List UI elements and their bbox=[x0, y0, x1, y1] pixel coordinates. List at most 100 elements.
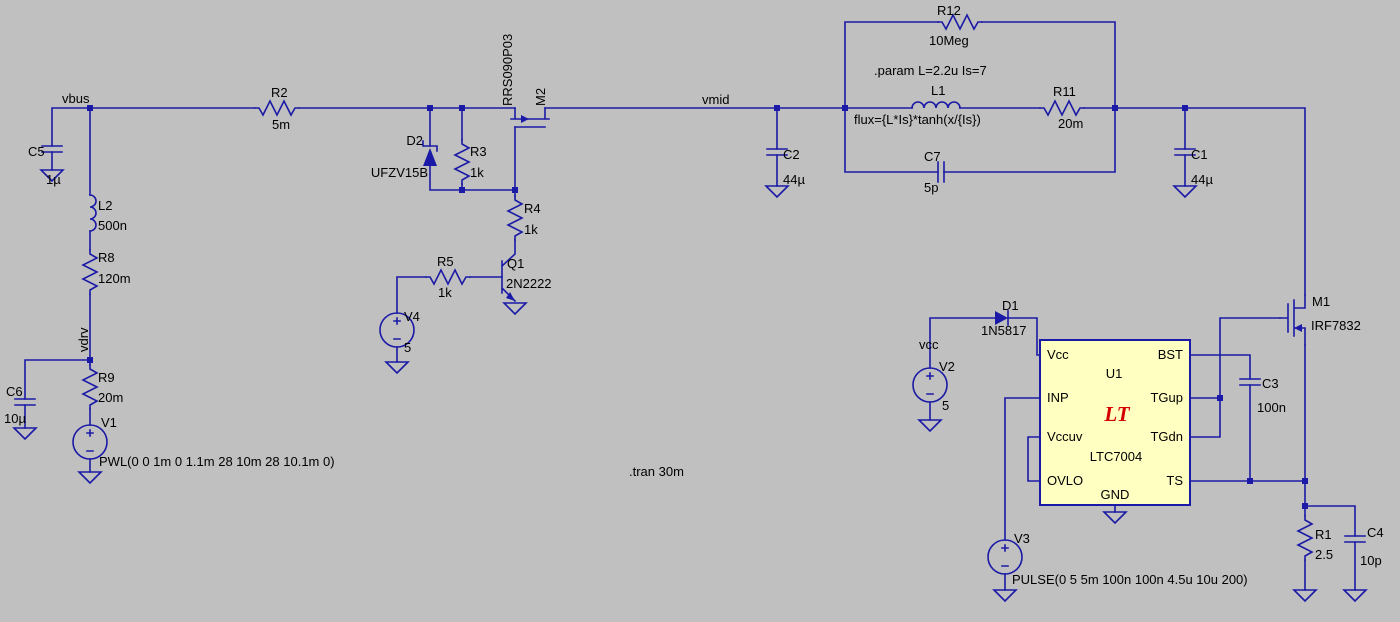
L1-ref[interactable]: L1 bbox=[931, 83, 945, 98]
zener-triangle[interactable] bbox=[423, 148, 437, 166]
D2-value[interactable]: UFZV15B bbox=[371, 165, 428, 180]
capacitor-C7[interactable]: C7 5p bbox=[924, 149, 945, 195]
capacitor-C2[interactable]: C2 44µ bbox=[766, 147, 805, 187]
capacitor-C1[interactable]: C1 44µ bbox=[1174, 147, 1213, 187]
L2-value[interactable]: 500n bbox=[98, 218, 127, 233]
npn-Q1[interactable]: Q1 2N2222 bbox=[500, 239, 552, 303]
R1-value[interactable]: 2.5 bbox=[1315, 547, 1333, 562]
resistor-R8[interactable]: R8 120m bbox=[82, 249, 131, 295]
ground-icon[interactable] bbox=[1343, 589, 1367, 602]
R11-value[interactable]: 20m bbox=[1058, 116, 1083, 131]
capacitor-symbol[interactable] bbox=[1344, 535, 1366, 543]
Q1-value[interactable]: 2N2222 bbox=[506, 276, 552, 291]
nmos-M1[interactable]: M1 IRF7832 bbox=[1279, 294, 1361, 346]
C6-ref[interactable]: C6 bbox=[6, 384, 23, 399]
resistor-R2[interactable]: R2 5m bbox=[254, 85, 300, 132]
C3-value[interactable]: 100n bbox=[1257, 400, 1286, 415]
resistor-symbol[interactable] bbox=[82, 249, 98, 295]
inductor-symbol[interactable] bbox=[89, 194, 97, 232]
resistor-R3[interactable]: R3 1k bbox=[454, 139, 487, 185]
ground-icon[interactable] bbox=[1103, 511, 1127, 524]
inductor-symbol[interactable] bbox=[911, 101, 961, 109]
zener-diode-D2[interactable]: D2 UFZV15B bbox=[371, 133, 438, 180]
ground-icon[interactable] bbox=[918, 419, 942, 432]
voltage-source-V3[interactable]: V3 PULSE(0 5 5m 100n 100n 4.5u 10u 200) bbox=[987, 531, 1248, 587]
V4-value[interactable]: 5 bbox=[404, 340, 411, 355]
R5-ref[interactable]: R5 bbox=[437, 254, 454, 269]
V4-ref[interactable]: V4 bbox=[404, 309, 420, 324]
resistor-R9[interactable]: R9 20m bbox=[82, 364, 123, 410]
resistor-R12[interactable]: R12 10Meg bbox=[929, 3, 983, 48]
resistor-R5[interactable]: R5 1k bbox=[425, 254, 471, 300]
inductor-L1[interactable]: L1 flux={L*Is}*tanh(x/{Is}) bbox=[854, 83, 981, 127]
C6-value[interactable]: 10µ bbox=[4, 411, 26, 426]
R4-ref[interactable]: R4 bbox=[524, 201, 541, 216]
C4-ref[interactable]: C4 bbox=[1367, 525, 1384, 540]
chip-body[interactable] bbox=[1039, 339, 1191, 506]
Q1-ref[interactable]: Q1 bbox=[507, 256, 524, 271]
U1-part[interactable]: LTC7004 bbox=[1090, 449, 1143, 464]
resistor-symbol[interactable] bbox=[82, 364, 98, 410]
diode-D1[interactable]: D1 1N5817 bbox=[981, 298, 1027, 338]
capacitor-C5[interactable]: C5 1µ bbox=[28, 144, 63, 187]
C5-value[interactable]: 1µ bbox=[46, 172, 61, 187]
resistor-R1[interactable]: R1 2.5 bbox=[1297, 515, 1333, 562]
C5-ref[interactable]: C5 bbox=[28, 144, 45, 159]
L2-ref[interactable]: L2 bbox=[98, 198, 112, 213]
C2-ref[interactable]: C2 bbox=[783, 147, 800, 162]
capacitor-symbol[interactable] bbox=[14, 398, 36, 406]
capacitor-symbol[interactable] bbox=[1239, 378, 1261, 386]
R4-value[interactable]: 1k bbox=[524, 222, 538, 237]
M1-ref[interactable]: M1 bbox=[1312, 294, 1330, 309]
C7-ref[interactable]: C7 bbox=[924, 149, 941, 164]
spice-directive-param[interactable]: .param L=2.2u Is=7 bbox=[874, 63, 987, 78]
R3-ref[interactable]: R3 bbox=[470, 144, 487, 159]
V1-ref[interactable]: V1 bbox=[101, 415, 117, 430]
R1-ref[interactable]: R1 bbox=[1315, 527, 1332, 542]
R5-value[interactable]: 1k bbox=[438, 285, 452, 300]
mosfet-symbol[interactable] bbox=[1279, 294, 1306, 346]
R12-ref[interactable]: R12 bbox=[937, 3, 961, 18]
M2-ref[interactable]: M2 bbox=[533, 88, 548, 106]
capacitor-symbol[interactable] bbox=[41, 145, 63, 153]
M2-value[interactable]: RRS090P03 bbox=[500, 34, 515, 106]
V3-ref[interactable]: V3 bbox=[1014, 531, 1030, 546]
ground-icon[interactable] bbox=[1173, 185, 1197, 198]
R8-value[interactable]: 120m bbox=[98, 271, 131, 286]
R8-ref[interactable]: R8 bbox=[98, 250, 115, 265]
C2-value[interactable]: 44µ bbox=[783, 172, 805, 187]
resistor-R11[interactable]: R11 20m bbox=[1039, 84, 1085, 131]
ic-U1[interactable]: Vcc INP Vccuv OVLO BST TGup TGdn TS GND … bbox=[1039, 339, 1191, 506]
ground-icon[interactable] bbox=[503, 302, 527, 315]
voltage-source-V4[interactable]: V4 5 bbox=[379, 309, 420, 355]
R2-value[interactable]: 5m bbox=[272, 117, 290, 132]
ground-icon[interactable] bbox=[78, 471, 102, 484]
R2-ref[interactable]: R2 bbox=[271, 85, 288, 100]
voltage-source-V2[interactable]: V2 5 bbox=[912, 359, 955, 413]
resistor-symbol[interactable] bbox=[454, 139, 470, 185]
net-label-vmid[interactable]: vmid bbox=[702, 92, 729, 107]
capacitor-C6[interactable]: C6 10µ bbox=[4, 384, 36, 426]
ground-icon[interactable] bbox=[765, 185, 789, 198]
net-label-vbus[interactable]: vbus bbox=[62, 91, 90, 106]
V1-value[interactable]: PWL(0 0 1m 0 1.1m 28 10m 28 10.1m 0) bbox=[99, 454, 335, 469]
zener-symbol[interactable] bbox=[422, 140, 438, 152]
C1-ref[interactable]: C1 bbox=[1191, 147, 1208, 162]
V2-ref[interactable]: V2 bbox=[939, 359, 955, 374]
R9-ref[interactable]: R9 bbox=[98, 370, 115, 385]
inductor-L2[interactable]: L2 500n bbox=[89, 194, 127, 233]
R9-value[interactable]: 20m bbox=[98, 390, 123, 405]
ground-icon[interactable] bbox=[385, 361, 409, 374]
resistor-R4[interactable]: R4 1k bbox=[507, 195, 541, 241]
ground-icon[interactable] bbox=[993, 589, 1017, 602]
resistor-symbol[interactable] bbox=[1039, 100, 1085, 116]
C4-value[interactable]: 10p bbox=[1360, 553, 1382, 568]
capacitor-symbol[interactable] bbox=[937, 161, 945, 183]
spice-directive-tran[interactable]: .tran 30m bbox=[629, 464, 684, 479]
capacitor-C4[interactable]: C4 10p bbox=[1344, 525, 1384, 568]
resistor-symbol[interactable] bbox=[507, 195, 523, 241]
ground-icon[interactable] bbox=[13, 427, 37, 440]
resistor-symbol[interactable] bbox=[1297, 515, 1313, 561]
